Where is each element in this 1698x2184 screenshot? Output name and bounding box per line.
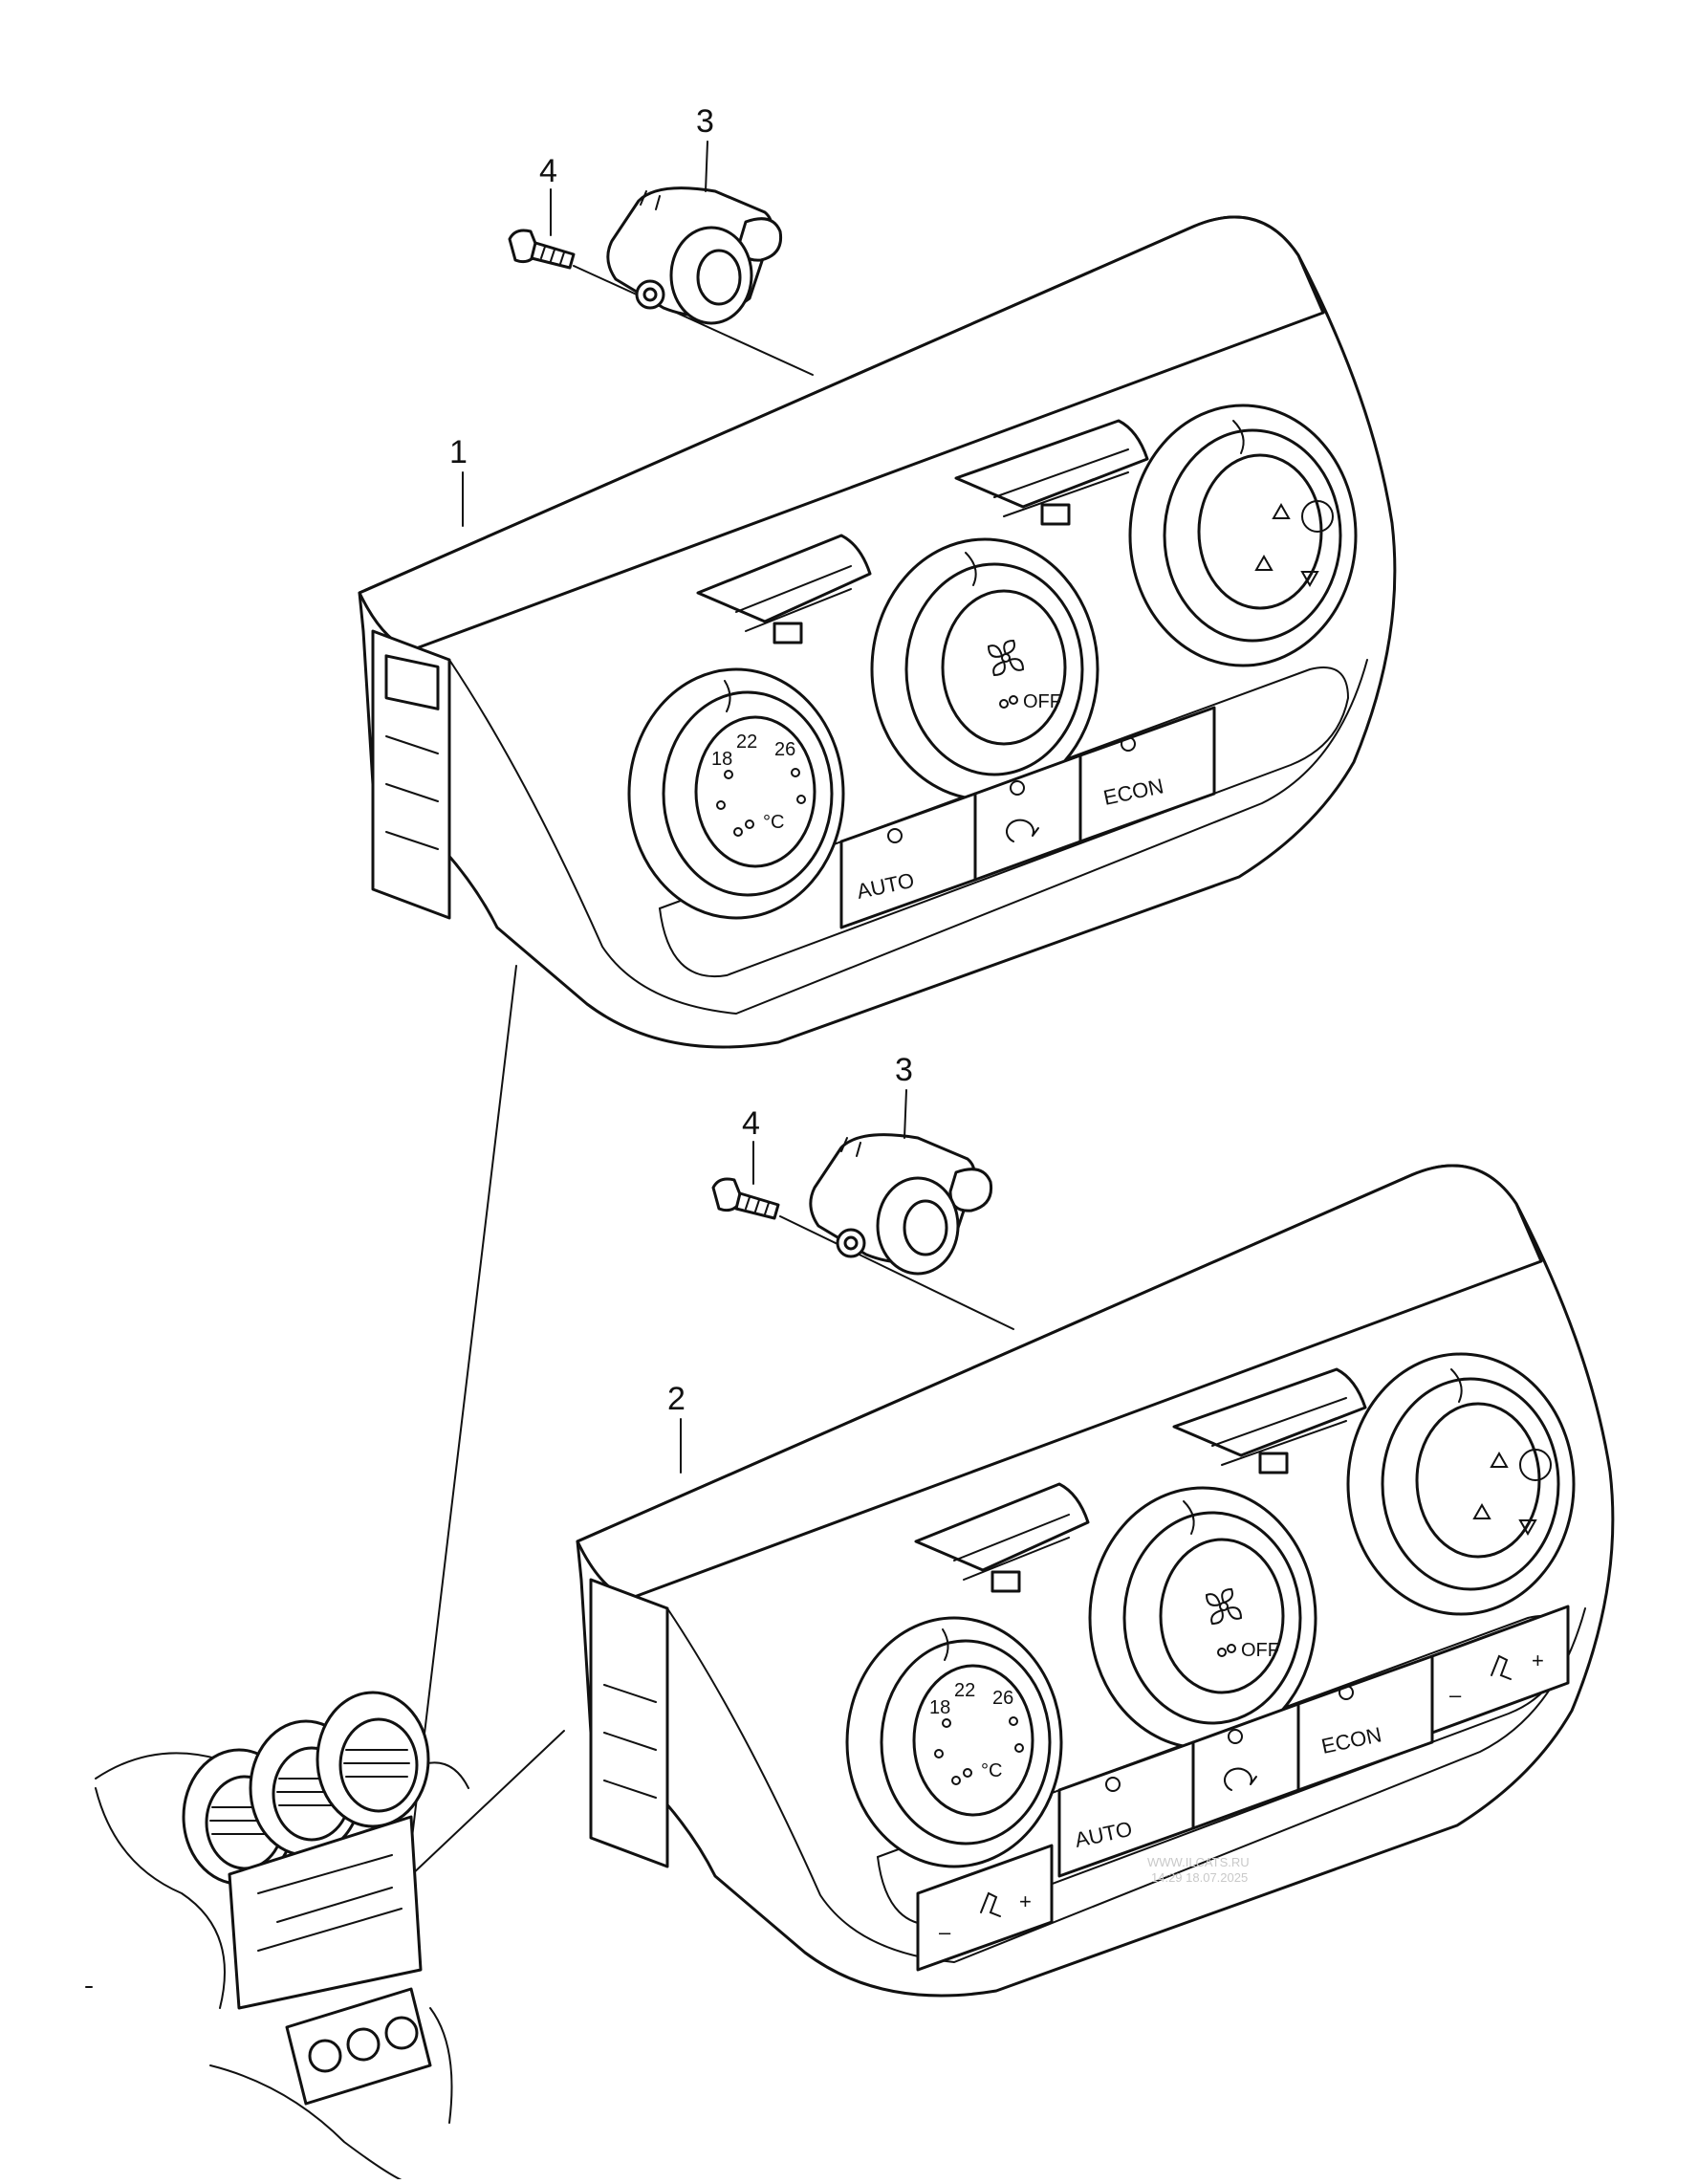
recirculation-icon: [1223, 1767, 1257, 1791]
callout-knob-upper: 3: [696, 103, 714, 140]
fan-off-label: OFF: [1241, 1640, 1279, 1661]
seat-heater-left[interactable]: – +: [916, 1844, 1054, 1972]
temp-label-18: 18: [711, 749, 732, 770]
temp-label-18: 18: [929, 1697, 950, 1718]
seat-heater-icon: [980, 1891, 1001, 1917]
screw-lower: [711, 1177, 780, 1220]
knob-part-lower: [809, 1133, 993, 1276]
callout-panel-lower: 2: [667, 1381, 686, 1417]
knob-part-upper: [606, 186, 783, 325]
temp-unit: °C: [763, 812, 784, 833]
fan-off-label: OFF: [1023, 691, 1061, 712]
seat-left-minus: –: [939, 1920, 951, 1944]
climate-panel-upper: 18 22 26 °C OFF: [358, 215, 1397, 1049]
knob-assembly-lower: 3 4: [711, 1052, 1014, 1330]
arrow-mid-icon: [1254, 554, 1274, 571]
button-auto-lower[interactable]: AUTO: [1057, 1740, 1195, 1878]
fan-icon: [1205, 1587, 1243, 1626]
temp-unit: °C: [981, 1760, 1002, 1781]
fan-icon: [987, 639, 1025, 677]
arrow-down-icon: [1300, 571, 1319, 588]
arrow-down-icon: [1518, 1519, 1537, 1537]
defrost-front-icon: [990, 1570, 1021, 1593]
seat-left-plus: +: [1019, 1889, 1032, 1913]
seat-right-plus: +: [1532, 1649, 1544, 1672]
callout-screw-upper: 4: [539, 153, 557, 189]
recirculation-icon: [1005, 819, 1039, 842]
seat-heater-icon: [1491, 1654, 1512, 1680]
air-vent-right: [316, 1691, 430, 1828]
round-indicator: [1519, 1449, 1552, 1481]
climate-panel-lower: 18 22 26 °C OFF: [576, 1164, 1615, 1998]
watermark-line2: 14:29 18.07.2025: [1151, 1870, 1248, 1885]
temp-label-26: 26: [992, 1688, 1013, 1709]
callout-panel-upper: 1: [449, 434, 468, 470]
temp-dial-upper[interactable]: 18 22 26 °C: [627, 667, 845, 920]
arrow-mid-icon: [1472, 1502, 1491, 1519]
arrow-up-icon: [1490, 1451, 1509, 1468]
seat-right-minus: –: [1449, 1683, 1462, 1707]
air-distribution-dial-upper[interactable]: [1128, 404, 1358, 667]
car-interior-location-view: [85, 1691, 469, 2181]
defrost-rear-icon: [1040, 503, 1071, 526]
callout-knob-lower: 3: [895, 1052, 913, 1088]
round-indicator: [1301, 500, 1334, 533]
button-auto-upper[interactable]: AUTO: [839, 792, 977, 929]
temp-label-22: 22: [736, 732, 757, 753]
seat-heater-right[interactable]: – +: [1430, 1605, 1570, 1735]
knob-assembly-upper: 3 4: [508, 103, 814, 376]
temp-dial-lower[interactable]: 18 22 26 °C: [845, 1616, 1063, 1868]
screw-upper: [508, 229, 576, 270]
watermark-line1: WWW.ILCATS.RU: [1147, 1855, 1250, 1869]
callout-screw-lower: 4: [742, 1105, 760, 1142]
air-distribution-dial-lower[interactable]: [1346, 1352, 1576, 1616]
arrow-up-icon: [1272, 502, 1291, 519]
button-econ-upper[interactable]: ECON: [1078, 706, 1216, 843]
defrost-rear-icon: [1258, 1452, 1289, 1474]
temp-label-22: 22: [954, 1680, 975, 1701]
fan-dial-upper[interactable]: OFF: [870, 537, 1099, 801]
button-econ-lower[interactable]: ECON: [1296, 1654, 1434, 1792]
temp-label-26: 26: [774, 739, 795, 760]
defrost-front-icon: [773, 622, 803, 644]
